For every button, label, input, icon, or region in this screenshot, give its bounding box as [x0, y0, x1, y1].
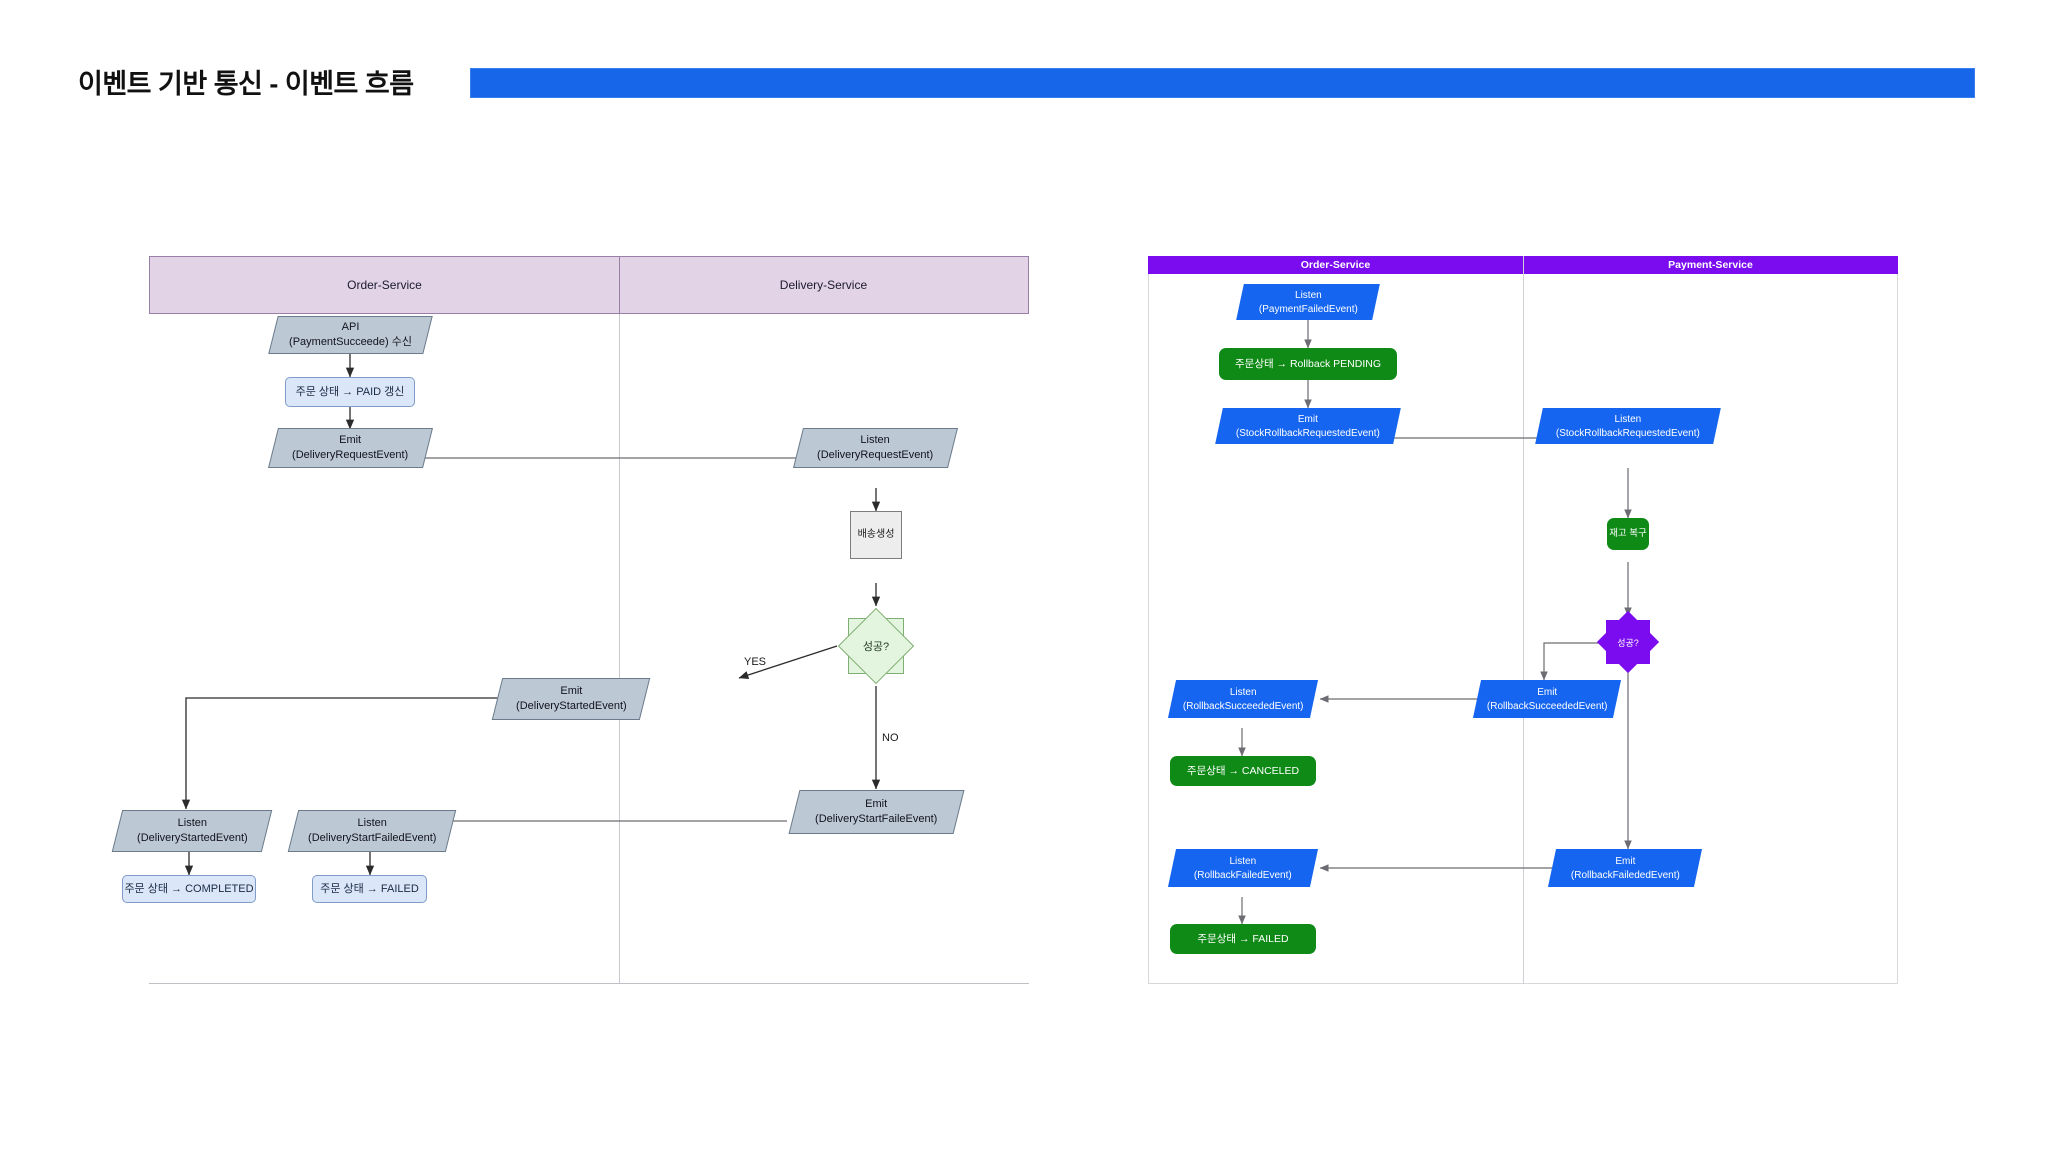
node-line-1: 재고 복구 — [1609, 527, 1647, 539]
node-line-2: (DeliveryStartFaileEvent) — [815, 813, 938, 825]
lane-title-payment-service: Payment-Service — [1668, 259, 1753, 271]
node-listen-delivery-start-failed[interactable]: Listen (DeliveryStartFailedEvent) — [287, 810, 457, 852]
node-line-2: (DeliveryStartFailedEvent) — [307, 832, 437, 844]
lane-header-divider — [619, 256, 620, 314]
node-listen-rollback-failed[interactable]: Listen (RollbackFailedEvent) — [1167, 849, 1319, 887]
node-line-2: (StockRollbackRequestedEvent) — [1556, 427, 1700, 438]
node-create-delivery[interactable]: 배송생성 — [850, 511, 902, 559]
diagram-rollback-flow: Order-Service Payment-Service — [1148, 256, 1898, 984]
node-success-decision[interactable]: 성공? — [837, 607, 915, 685]
node-line-1: 성공? — [862, 641, 890, 653]
node-line-1: Emit — [1614, 855, 1635, 867]
node-line-1: 성공? — [1617, 637, 1639, 648]
node-line-1: Emit — [560, 685, 582, 698]
node-line-1: Listen — [1229, 686, 1257, 698]
lane-title-order-service: Order-Service — [1300, 259, 1371, 271]
diagram-delivery-flow: Order-Service Delivery-Service — [111, 256, 1029, 984]
node-line-1: 주문상태 → Rollback PENDING — [1235, 357, 1381, 370]
node-restore-stock[interactable]: 재고 복구 — [1607, 518, 1649, 550]
node-line-1: Listen — [1229, 855, 1257, 867]
node-line-1: 배송생성 — [857, 529, 895, 541]
node-order-failed[interactable]: 주문상태 → FAILED — [1170, 924, 1316, 954]
node-line-1: Emit — [1298, 413, 1318, 425]
node-line-2: (DeliveryStartedEvent) — [136, 832, 248, 844]
lane-title-delivery-service: Delivery-Service — [779, 278, 868, 292]
node-line-1: 주문 상태 → COMPLETED — [124, 882, 254, 895]
node-line-2: (PaymentSucceede) 수신 — [289, 336, 412, 348]
node-line-2: (DeliveryStartedEvent) — [515, 700, 627, 712]
node-line-1: 주문 상태 → PAID 갱신 — [295, 385, 405, 398]
slide-title-text: 이벤트 기반 통신 - 이벤트 흐름 — [78, 69, 414, 99]
node-listen-delivery-request[interactable]: Listen (DeliveryRequestEvent) — [793, 428, 958, 468]
node-rollback-pending[interactable]: 주문상태 → Rollback PENDING — [1219, 348, 1397, 380]
node-emit-delivery-request[interactable]: Emit (DeliveryRequestEvent) — [268, 428, 433, 468]
lane-title-order-service: Order-Service — [347, 278, 422, 292]
node-line-2: (StockRollbackRequestedEvent) — [1236, 427, 1380, 438]
page-title: 이벤트 기반 통신 - 이벤트 흐름 — [78, 62, 414, 101]
edge-label-no: NO — [882, 732, 899, 744]
node-api-recv[interactable]: API (PaymentSucceede) 수신 — [268, 316, 433, 354]
node-emit-stock-rollback-requested[interactable]: Emit (StockRollbackRequestedEvent) — [1215, 408, 1401, 444]
node-line-1: Listen — [860, 434, 891, 447]
node-listen-payment-failed[interactable]: Listen (PaymentFailedEvent) — [1236, 284, 1380, 320]
node-line-2: (DeliveryRequestEvent) — [817, 449, 934, 461]
node-emit-rollback-succeeded[interactable]: Emit (RollbackSucceededEvent) — [1472, 680, 1622, 718]
node-line-1: Emit — [1537, 686, 1557, 698]
node-line-2: (PaymentFailedEvent) — [1258, 303, 1358, 314]
diagram-bottom-rule — [149, 983, 1029, 984]
node-line-1: 주문상태 → FAILED — [1197, 932, 1289, 945]
node-line-1: 주문상태 → CANCELED — [1186, 764, 1300, 777]
node-order-completed[interactable]: 주문 상태 → COMPLETED — [122, 875, 256, 903]
node-line-1: Emit — [339, 434, 362, 447]
node-line-2: (RollbackFailedEvent) — [1194, 869, 1292, 880]
node-emit-delivery-started[interactable]: Emit (DeliveryStartedEvent) — [491, 678, 651, 720]
node-success-decision[interactable]: 성공? — [1596, 610, 1660, 674]
node-order-canceled[interactable]: 주문상태 → CANCELED — [1170, 756, 1316, 786]
node-listen-delivery-started[interactable]: Listen (DeliveryStartedEvent) — [111, 810, 273, 852]
node-line-1: Listen — [1614, 413, 1642, 425]
node-line-1: Listen — [177, 817, 207, 830]
title-accent-bar — [470, 68, 1975, 98]
lane-body-divider — [1523, 256, 1524, 984]
node-emit-delivery-start-failed[interactable]: Emit (DeliveryStartFaileEvent) — [788, 790, 965, 834]
node-order-failed[interactable]: 주문 상태 → FAILED — [312, 875, 427, 903]
lane-header-bar: Order-Service Delivery-Service — [149, 256, 1029, 314]
node-order-paid[interactable]: 주문 상태 → PAID 갱신 — [285, 377, 415, 407]
node-listen-stock-rollback-requested[interactable]: Listen (StockRollbackRequestedEvent) — [1535, 408, 1721, 444]
node-line-1: Emit — [865, 798, 888, 811]
node-listen-rollback-succeeded[interactable]: Listen (RollbackSucceededEvent) — [1167, 680, 1319, 718]
edge-label-yes: YES — [744, 656, 767, 668]
node-line-2: (RollbackSucceededEvent) — [1486, 700, 1608, 711]
node-line-2: (RollbackFailededEvent) — [1570, 869, 1680, 880]
node-emit-rollback-failed[interactable]: Emit (RollbackFailededEvent) — [1547, 849, 1703, 887]
node-line-1: API — [341, 321, 360, 334]
node-line-1: 주문 상태 → FAILED — [320, 882, 419, 895]
node-line-1: Listen — [357, 817, 387, 830]
lane-body-divider — [619, 314, 620, 984]
node-line-2: (DeliveryRequestEvent) — [292, 449, 409, 461]
node-line-1: Listen — [1294, 289, 1322, 301]
node-line-2: (RollbackSucceededEvent) — [1182, 700, 1304, 711]
